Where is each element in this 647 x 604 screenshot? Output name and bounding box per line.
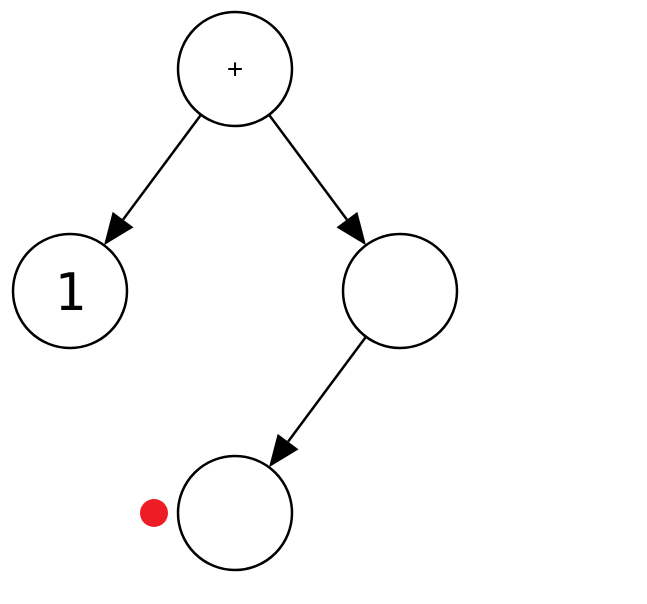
edge-line xyxy=(122,114,203,221)
edge-line xyxy=(267,114,348,221)
edge-root-to-left xyxy=(104,114,203,246)
node-root-circle xyxy=(176,10,294,128)
arrowhead-icon xyxy=(104,211,134,246)
node-left-label: 1 xyxy=(54,263,85,323)
node-right[interactable] xyxy=(341,232,459,350)
edge-right-to-bottom xyxy=(269,336,368,468)
edge-line xyxy=(287,336,368,443)
node-right-circle xyxy=(341,232,459,350)
node-left[interactable]: 1 xyxy=(11,232,129,350)
node-left-circle xyxy=(11,232,129,350)
edges xyxy=(104,114,368,468)
arrowhead-icon xyxy=(336,211,366,246)
edge-root-to-right xyxy=(267,114,366,246)
node-bottom[interactable] xyxy=(176,454,294,572)
red-marker-dot xyxy=(140,499,168,527)
node-bottom-circle xyxy=(176,454,294,572)
node-root-label: + xyxy=(227,54,243,85)
node-root[interactable]: + xyxy=(176,10,294,128)
arrowhead-icon xyxy=(269,433,299,468)
